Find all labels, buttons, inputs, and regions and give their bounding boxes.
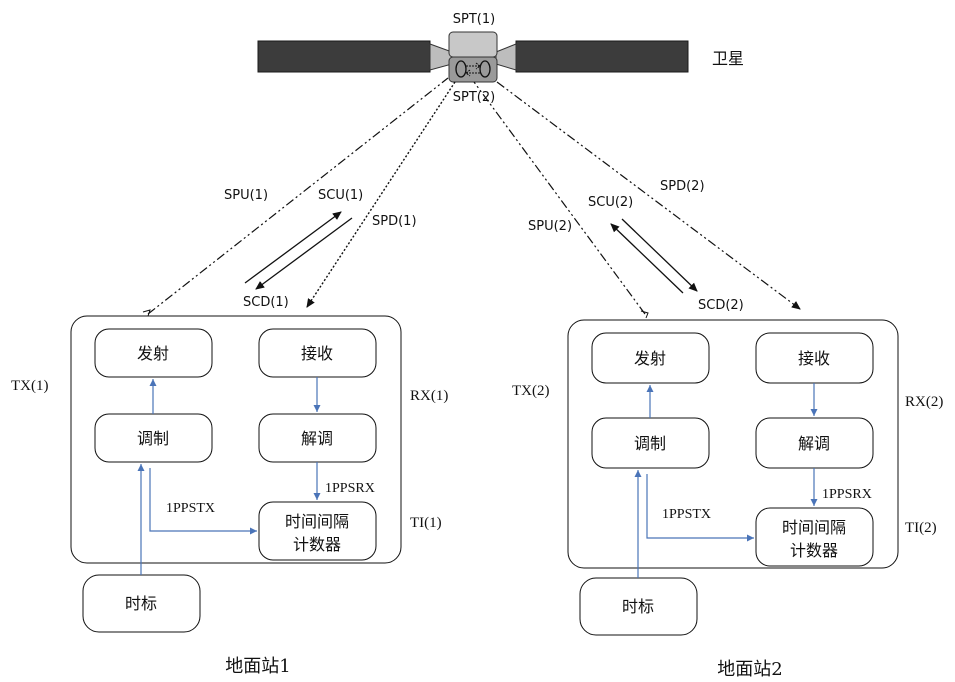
station1-modulate-label: 调制: [137, 429, 169, 448]
scu1-label: SCU(1): [318, 188, 363, 203]
station2-counter-label-line2: 计数器: [790, 541, 838, 560]
station2-rx-label: RX(2): [905, 394, 943, 410]
station2-counter-block: [755, 507, 874, 567]
satellite: SPT(1) SPT(2) 卫星: [257, 12, 744, 105]
uplink-downlink-paths: SPU(1) SPD(1) SCU(1) SCD(1) SPU(2) SPD(2…: [142, 77, 801, 319]
transponder-loop-icon: [465, 62, 481, 77]
ground-station-1: 发射 接收 调制 解调 时间间隔 计数器 时标 1PPSTX 1PPSRX TX…: [11, 315, 448, 677]
station1-ti-label: TI(1): [410, 515, 442, 531]
station2-transmit-block: [591, 332, 710, 384]
spu1-tail-icon: [142, 309, 151, 317]
spu1-line: [147, 77, 449, 315]
station1-tx-label: TX(1): [11, 378, 49, 394]
spu1-label: SPU(1): [224, 188, 268, 203]
ground-station-2: 发射 接收 调制 解调 时间间隔 计数器 时标 1PPSTX 1PPSRX TX…: [512, 319, 943, 680]
scd1-line: [255, 217, 353, 290]
satellite-body-bottom: [448, 56, 498, 83]
spu2-tail-icon: [640, 310, 649, 319]
station1-counter-block: [258, 501, 377, 561]
station1-transmit-block: [94, 328, 213, 378]
antenna-dish-right: [479, 60, 491, 78]
station2-receive-label: 接收: [798, 349, 830, 368]
station1-counter-label-line2: 计数器: [293, 535, 341, 554]
station2-counter-label-line1: 时间间隔: [782, 518, 846, 537]
station1-pps-tx-path: [149, 468, 257, 535]
station2-pps-tx-label: 1PPSTX: [662, 507, 711, 522]
station2-pps-rx-label: 1PPSRX: [822, 487, 872, 502]
panel-connector-right: [495, 43, 517, 71]
station1-clock-label: 时标: [125, 594, 157, 613]
station2-clock-label: 时标: [622, 597, 654, 616]
solar-panel-right: [515, 40, 689, 73]
station2-demodulate-label: 解调: [798, 434, 830, 453]
station1-demodulate-label: 解调: [301, 429, 333, 448]
scd2-line: [621, 218, 698, 292]
station2-pps-tx-path: [646, 474, 754, 542]
station1-receive-label: 接收: [301, 344, 333, 363]
spd2-line: [496, 81, 801, 310]
station1-transmit-label: 发射: [137, 344, 169, 363]
scu2-label: SCU(2): [588, 195, 633, 210]
station2-transmit-label: 发射: [634, 349, 666, 368]
transponder-top-label: SPT(1): [453, 12, 495, 27]
station1-pps-rx-label: 1PPSRX: [325, 481, 375, 496]
scu2-line: [610, 223, 684, 294]
satellite-label: 卫星: [712, 49, 744, 68]
antenna-dish-left: [455, 60, 467, 78]
solar-panel-left: [257, 40, 431, 73]
spd1-line: [306, 81, 456, 308]
station2-modulate-label: 调制: [634, 434, 666, 453]
station2-ti-label: TI(2): [905, 520, 937, 536]
station2-tx-label: TX(2): [512, 383, 550, 399]
scd1-label: SCD(1): [243, 295, 289, 310]
scd2-label: SCD(2): [698, 298, 744, 313]
scu1-line: [244, 211, 342, 284]
station1-frame: [70, 315, 402, 564]
station1-name: 地面站1: [225, 656, 290, 677]
spd1-label: SPD(1): [372, 214, 417, 229]
station1-pps-tx-label: 1PPSTX: [166, 501, 215, 516]
transponder-bottom-label: SPT(2): [453, 90, 495, 105]
station1-rx-label: RX(1): [410, 388, 448, 404]
spu2-line: [473, 81, 646, 315]
spu2-label: SPU(2): [528, 219, 572, 234]
satellite-body-top: [448, 31, 498, 58]
spd2-label: SPD(2): [660, 179, 705, 194]
station2-name: 地面站2: [717, 659, 782, 680]
station1-counter-label-line1: 时间间隔: [285, 512, 349, 531]
